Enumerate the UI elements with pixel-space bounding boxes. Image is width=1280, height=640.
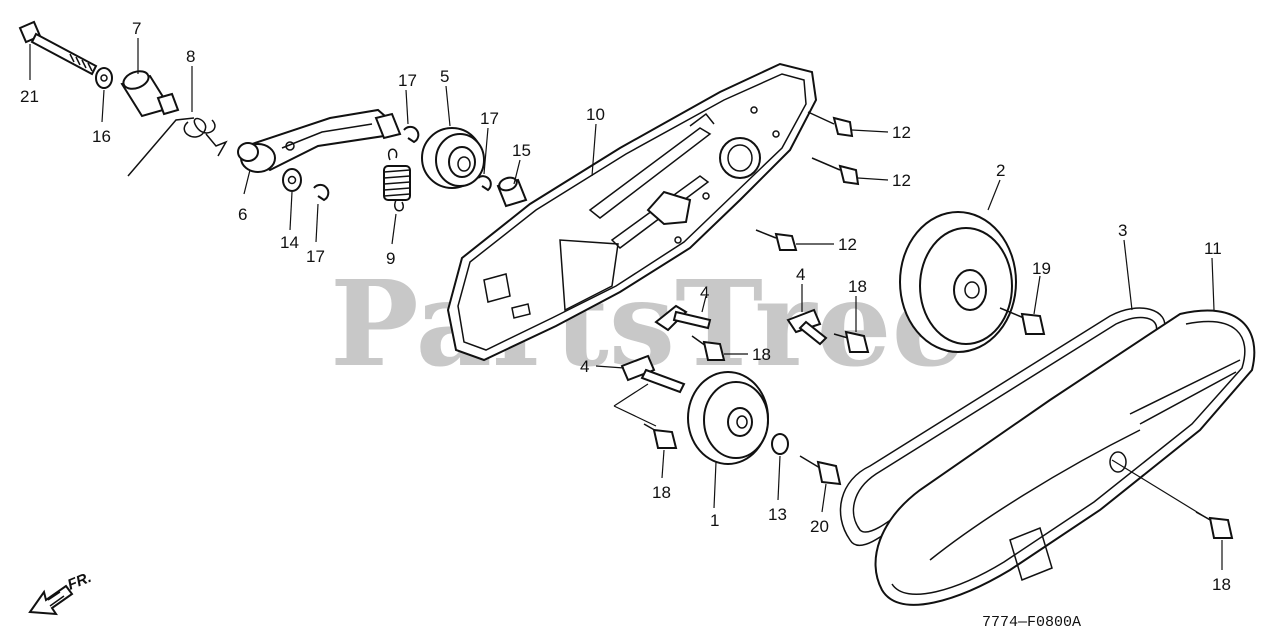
clip-17-lower-part (313, 183, 330, 202)
callout-numbers: 21 7 8 16 6 14 17 9 17 5 17 15 10 12 12 … (20, 19, 1231, 594)
clip-17-upper-part (403, 125, 420, 144)
callout-18-bottom-right: 18 (1212, 575, 1231, 594)
clip-17-pulley-part (477, 175, 492, 192)
washer-16-part (95, 67, 113, 89)
callout-17-upper: 17 (398, 71, 417, 90)
outer-belt-cover-11-part (874, 309, 1256, 606)
bolt-18-left-part (643, 423, 678, 449)
callout-12-lower: 12 (838, 235, 857, 254)
callout-17-pulley: 17 (480, 109, 499, 128)
callout-4-right: 4 (796, 265, 805, 284)
callout-18-center: 18 (752, 345, 771, 364)
bolt-18-center-part (691, 335, 726, 361)
callout-17-lower: 17 (306, 247, 325, 266)
bolt-18-bottom-right-part (1195, 511, 1234, 539)
callout-12-top: 12 (892, 123, 911, 142)
bolt-20-part (799, 455, 842, 486)
callout-15: 15 (512, 141, 531, 160)
callout-3: 3 (1118, 221, 1127, 240)
drawing-code: 7774—F0800A (982, 614, 1081, 631)
lever-arm-6-part (237, 108, 402, 173)
pulley-1-part (687, 371, 769, 465)
callout-19: 19 (1032, 259, 1051, 278)
callout-4-upper: 4 (700, 283, 709, 302)
callout-1: 1 (710, 511, 719, 530)
leader-lines (29, 38, 1223, 570)
spring-9-part (383, 148, 411, 212)
bolt-18-right-part (833, 330, 870, 353)
washer-13-part (771, 433, 789, 455)
washer-14-part (282, 168, 302, 192)
inner-cover-plate-10-part (446, 62, 818, 362)
bolt-12-lower-part (755, 229, 798, 251)
callout-20: 20 (810, 517, 829, 536)
callout-13: 13 (768, 505, 787, 524)
callout-18-right: 18 (848, 277, 867, 296)
direction-label: FR. (65, 569, 94, 594)
callout-14: 14 (280, 233, 299, 252)
pulley-2-part (899, 211, 1017, 353)
callout-12-middle: 12 (892, 171, 911, 190)
spring-8-part (127, 117, 228, 177)
callout-10: 10 (586, 105, 605, 124)
pin-4-right-part (786, 308, 828, 346)
callout-9: 9 (386, 249, 395, 268)
bolt-12-middle-part (811, 157, 860, 186)
callout-21: 21 (20, 87, 39, 106)
bolt-12-top-part (807, 111, 854, 138)
callout-6: 6 (238, 205, 247, 224)
callout-8: 8 (186, 47, 195, 66)
idler-pulley-5-part (421, 127, 485, 189)
bolt-21-part (18, 20, 98, 76)
callout-7: 7 (132, 19, 141, 38)
callout-11: 11 (1204, 239, 1222, 258)
callout-5: 5 (440, 67, 449, 86)
callout-18-left: 18 (652, 483, 671, 502)
callout-4-lower: 4 (580, 357, 589, 376)
collar-15-part (496, 176, 528, 208)
front-direction-arrow: FR. (28, 569, 94, 616)
pin-4-lower-part (620, 354, 686, 394)
callout-16: 16 (92, 127, 111, 146)
callout-2: 2 (996, 161, 1005, 180)
pin-7-part (120, 70, 180, 118)
pin-4-upper-part (654, 304, 712, 332)
bolt-19-part (999, 307, 1046, 335)
